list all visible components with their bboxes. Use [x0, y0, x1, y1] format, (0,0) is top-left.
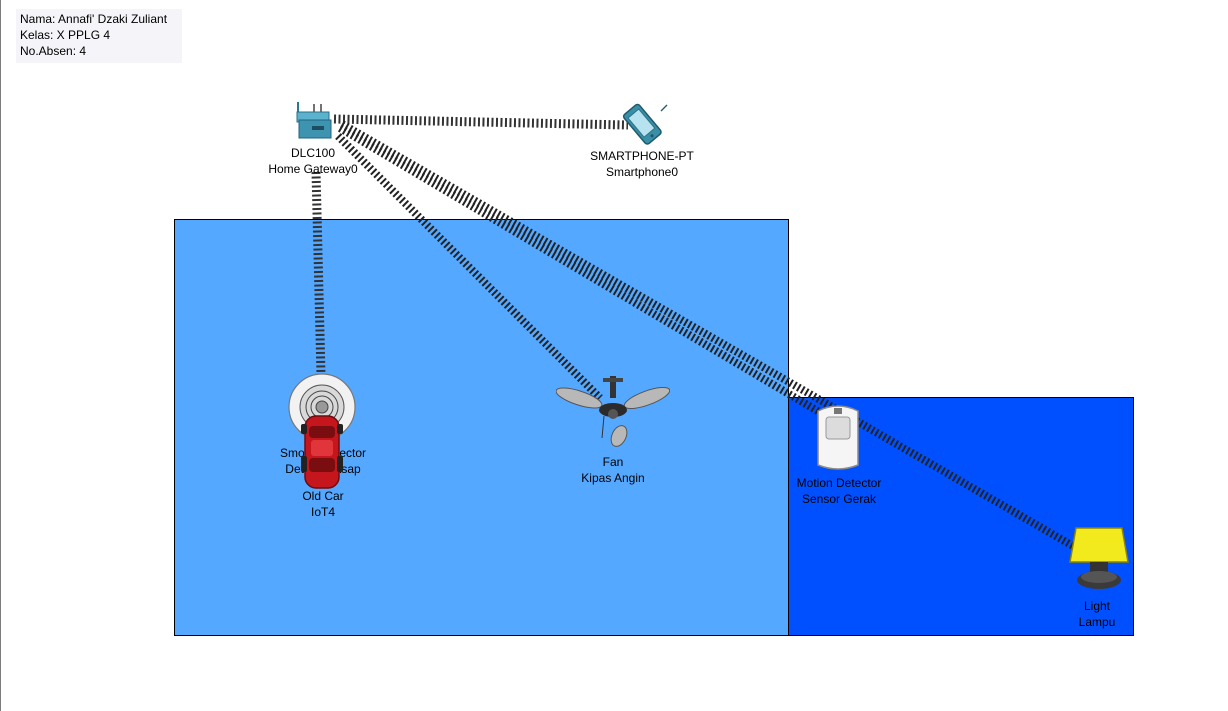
old-car-name: IoT4 [310, 505, 335, 519]
link-gateway-fan [335, 133, 603, 401]
gateway-label: DLC100 Home Gateway0 [268, 145, 357, 177]
link-gateway-smartphone [333, 114, 629, 130]
fan-name: Kipas Angin [581, 471, 645, 485]
lamp-icon [1069, 527, 1129, 589]
motion-detector-icon [817, 405, 859, 470]
fan-icon [555, 376, 671, 447]
old-car-model: Old Car [302, 489, 344, 503]
home-gateway-device[interactable] [294, 98, 336, 144]
room-area-light-blue[interactable] [174, 219, 789, 636]
fan-label: Fan Kipas Angin [581, 454, 644, 486]
smartphone-label: SMARTPHONE-PT Smartphone0 [590, 148, 694, 180]
link-gateway-light [340, 120, 1082, 554]
old-car-label: Old Car IoT4 [302, 488, 343, 520]
note-line-name: Nama: Annafi' Dzaki Zuliant [20, 12, 168, 26]
router-icon [296, 102, 332, 139]
old-car-device[interactable] [300, 412, 344, 492]
gateway-model: DLC100 [290, 146, 336, 160]
smartphone-icon [622, 103, 668, 145]
ceiling-fan-device[interactable] [555, 376, 671, 452]
smartphone-device[interactable] [612, 103, 674, 147]
canvas-left-border [0, 0, 1, 711]
note-line-class: Kelas: X PPLG 4 [20, 28, 111, 42]
smartphone-name: Smartphone0 [605, 165, 679, 179]
light-label: Light Lampu [1079, 598, 1116, 630]
motion-detector-name: Sensor Gerak [801, 492, 877, 506]
note-line-number: No.Absen: 4 [20, 44, 87, 58]
student-info-note[interactable]: Nama: Annafi' Dzaki Zuliant Kelas: X PPL… [16, 9, 182, 63]
light-model: Light [1083, 599, 1111, 613]
gateway-name: Home Gateway0 [268, 162, 358, 176]
motion-detector-device[interactable] [814, 403, 862, 473]
car-icon [301, 415, 343, 489]
link-gateway-smoke [311, 171, 326, 376]
light-name: Lampu [1078, 615, 1116, 629]
link-gateway-motion [337, 124, 829, 420]
motion-detector-model: Motion Detector [796, 476, 882, 490]
light-lamp-device[interactable] [1066, 526, 1132, 596]
fan-model: Fan [602, 455, 624, 469]
motion-detector-label: Motion Detector Sensor Gerak [797, 475, 882, 507]
smartphone-model: SMARTPHONE-PT [590, 149, 694, 163]
